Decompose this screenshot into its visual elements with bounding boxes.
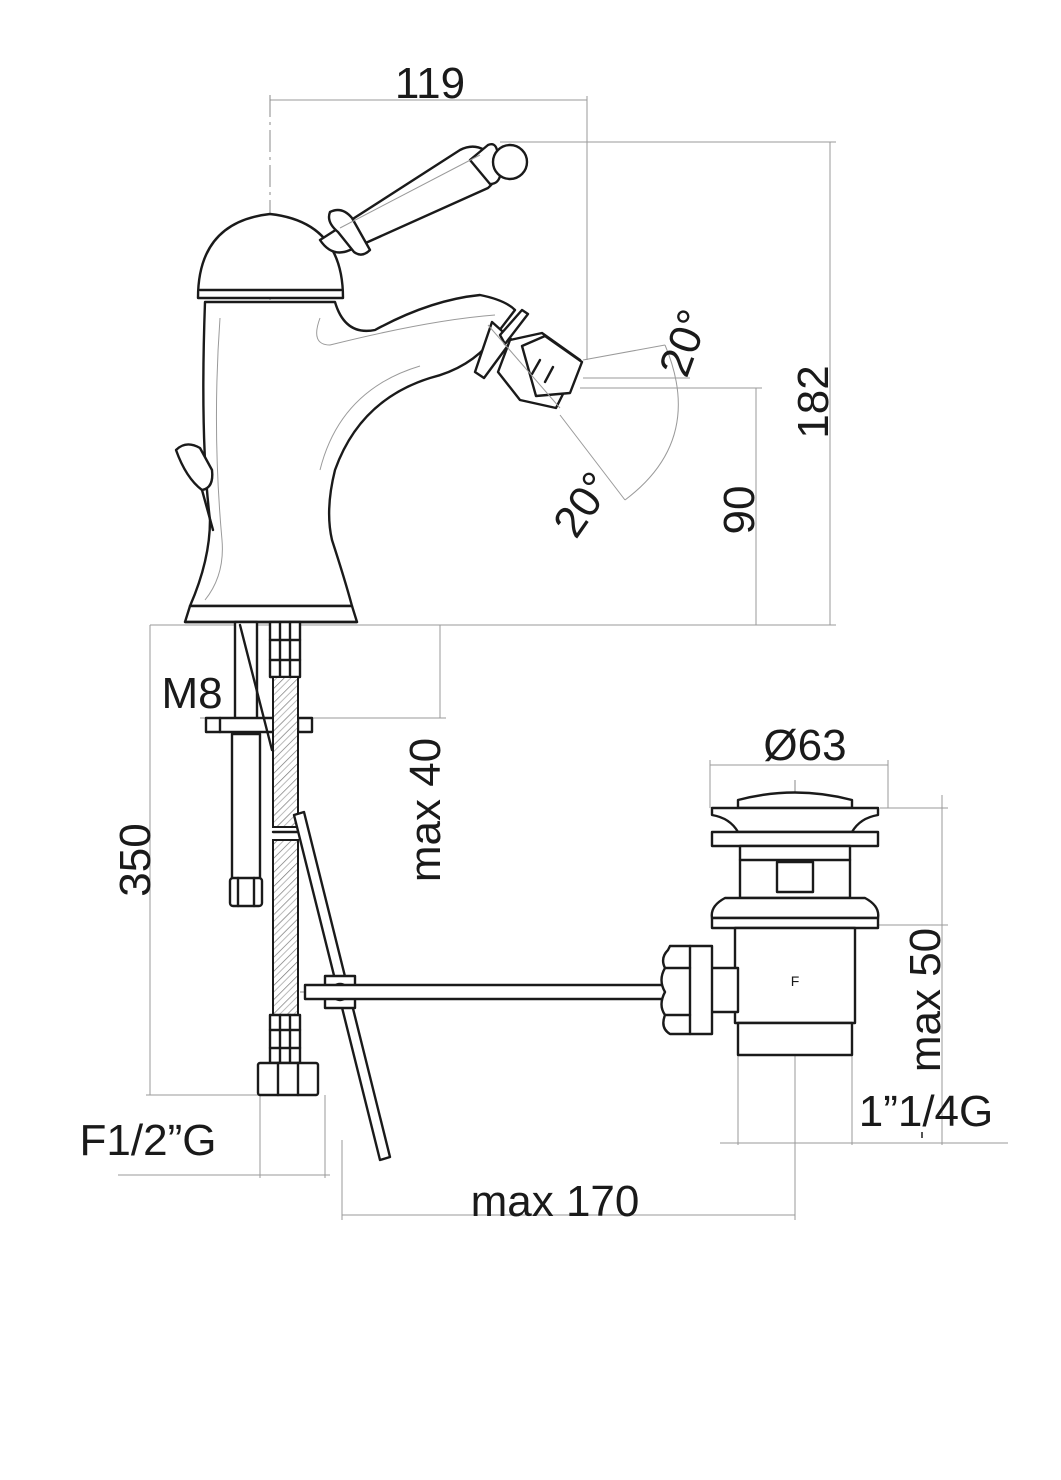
dim-drain-thread: 1”1/4G [859, 1087, 994, 1136]
mounting-stud [204, 620, 314, 908]
drain-body-mark: F [791, 973, 800, 989]
mixer-base [183, 604, 359, 624]
dim-drain-max-depth: max 50 [901, 928, 950, 1072]
mixer-body [174, 142, 584, 624]
linkage-rod [303, 983, 667, 1001]
mixer-trunk [188, 293, 517, 608]
dim-mount-thread: M8 [161, 669, 222, 718]
lever-knob [491, 143, 529, 181]
dim-hose-length: 350 [111, 823, 160, 896]
dimension-lines [118, 96, 1008, 1220]
drain-side-nut [660, 944, 714, 1036]
nozzle-assembly [473, 308, 584, 410]
drain-cap [736, 791, 854, 810]
popup-rod [292, 810, 667, 1162]
dim-max-deck-thickness: max 40 [401, 738, 450, 882]
dimension-labels: 119 182 90 20° 20° M8 max 40 350 F1/2”G … [80, 59, 994, 1226]
dim-hose-connection: F1/2”G [80, 1116, 217, 1165]
flexible-hose [256, 620, 320, 1097]
dim-spray-angle-upper: 20° [650, 303, 719, 382]
dim-drain-diameter: Ø63 [763, 721, 846, 770]
dim-top-width: 119 [395, 59, 465, 108]
dim-max-rod-distance: max 170 [471, 1177, 640, 1226]
dim-total-height: 182 [789, 365, 838, 438]
dim-spray-angle-lower: 20° [544, 463, 622, 546]
mixer-cap [196, 212, 345, 300]
drain-assembly: F [660, 791, 880, 1057]
hose-nut [256, 1061, 320, 1097]
popup-lever-knob [174, 443, 214, 492]
dim-spout-height: 90 [715, 486, 764, 535]
